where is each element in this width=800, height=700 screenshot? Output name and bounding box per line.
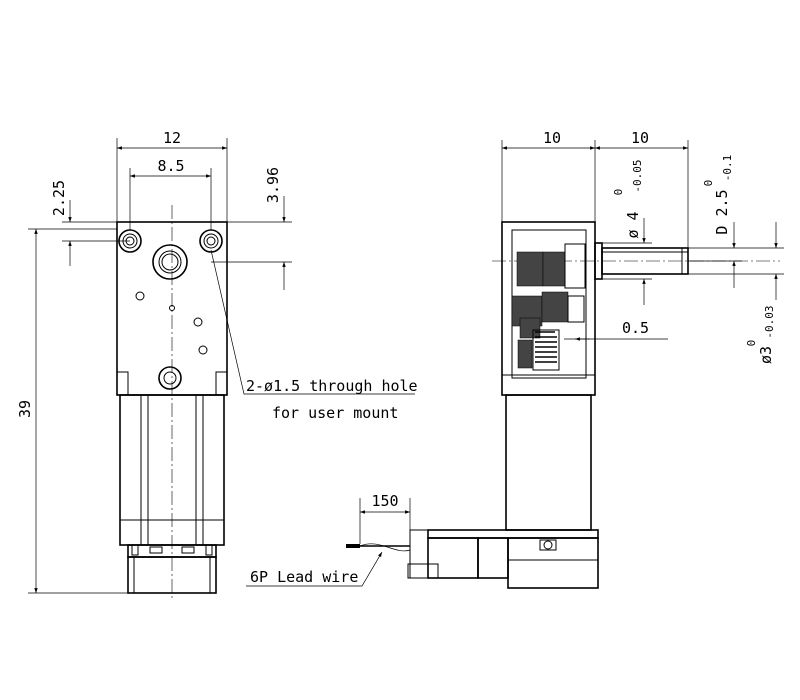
dim-hole-spacing: 8.5 <box>157 157 184 175</box>
dim-width: 12 <box>163 129 181 147</box>
dim-shaft-tol-lower: -0.03 <box>763 305 776 338</box>
hole-note-line1: 2-ø1.5 through hole <box>246 377 418 395</box>
wire-label: 6P Lead wire <box>250 568 358 586</box>
hole-note-line2: for user mount <box>272 404 398 422</box>
connector-block <box>127 556 217 594</box>
left-tab <box>117 371 129 395</box>
output-bushing <box>152 244 188 280</box>
plug-housing <box>427 537 479 579</box>
rear-encoder <box>507 537 599 589</box>
rivet-3 <box>193 317 203 327</box>
dim-wire-length: 150 <box>371 492 398 510</box>
dim-hole-offset: 2.25 <box>50 180 68 216</box>
gear-train <box>511 243 586 371</box>
lower-boss <box>158 366 182 390</box>
lead-wire <box>346 543 411 552</box>
dim-shaft-diameter: ø3 <box>757 346 775 364</box>
front-view: 12 8.5 2.25 3.96 39 2-ø1.5 through hole … <box>16 129 418 600</box>
dim-flat-d: D 2.5 <box>713 189 731 234</box>
dim-gap: 0.5 <box>622 319 649 337</box>
wire-label-leader <box>246 551 383 587</box>
side-motor-can <box>505 394 592 531</box>
mount-hole-right <box>199 229 223 253</box>
dim-body-depth: 10 <box>543 129 561 147</box>
rivet-2 <box>169 305 175 311</box>
dim-height: 39 <box>16 400 34 418</box>
hole-note-leader <box>210 249 415 395</box>
rear-connector <box>477 537 509 579</box>
dim-collar-diameter: ø 4 <box>624 211 642 238</box>
pcb-board <box>427 529 599 539</box>
dim-shaft-length: 10 <box>631 129 649 147</box>
side-view: 10 10 ø 4 0 -0.05 D 2.5 0 -0.1 <box>246 129 784 589</box>
dim-collar-tol-lower: -0.05 <box>631 159 644 192</box>
rivet-1 <box>135 291 145 301</box>
rivet-4 <box>198 345 208 355</box>
dim-collar-tol-upper: 0 <box>612 189 625 196</box>
right-tab <box>215 371 227 395</box>
dim-shaft-tol-upper: 0 <box>745 340 758 347</box>
dim-right-offset: 3.96 <box>264 167 282 203</box>
dim-flat-tol-upper: 0 <box>702 180 715 187</box>
dim-flat-tol-lower: -0.1 <box>721 155 734 182</box>
